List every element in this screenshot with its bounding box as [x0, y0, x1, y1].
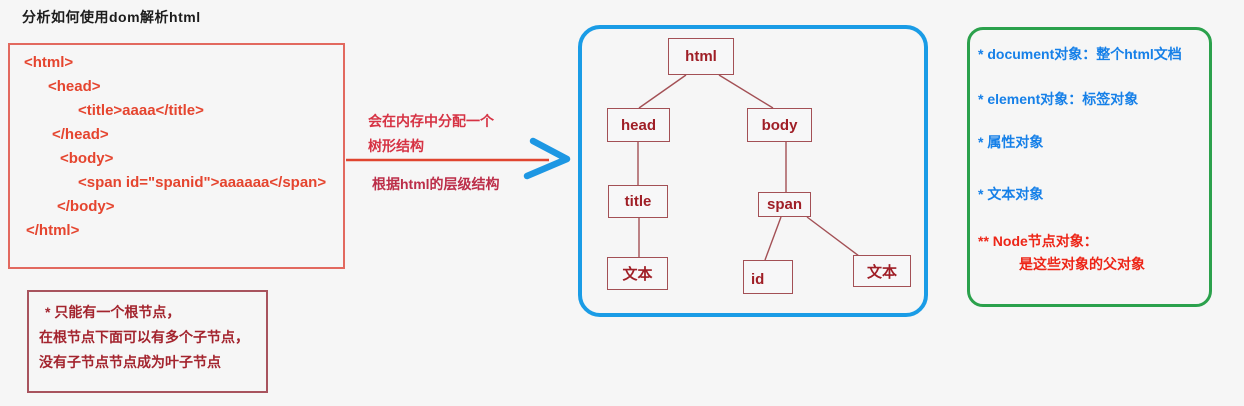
dom-tree-panel [578, 25, 928, 317]
tree-node-html: html [668, 38, 734, 75]
tree-node-head: head [607, 108, 670, 142]
root-node-note-box: * 只能有一个根节点， 在根节点下面可以有多个子节点， 没有子节点节点成为叶子节… [27, 290, 268, 393]
note-line: 没有子节点节点成为叶子节点 [39, 354, 221, 370]
flow-arrow-head-icon [523, 137, 571, 180]
tree-node-span: span [758, 192, 811, 217]
code-line: <html> [24, 54, 74, 71]
tree-node-body: body [747, 108, 812, 142]
arrow-note-hierarchy: 根据html的层级结构 [372, 176, 500, 192]
arrow-note-memory: 会在内存中分配一个 [368, 113, 494, 129]
tree-node-title: title [608, 185, 668, 218]
note-line: * 只能有一个根节点， [45, 304, 181, 320]
html-source-code-box: <html> <head> <title>aaaa</title> </head… [8, 43, 345, 269]
page-title: 分析如何使用dom解析html [22, 9, 201, 25]
object-item-node-desc: 是这些对象的父对象 [1019, 256, 1145, 272]
tree-node-text-right: 文本 [853, 255, 911, 287]
tree-node-text-left: 文本 [607, 257, 668, 290]
code-line: </html> [26, 222, 80, 239]
note-line: 在根节点下面可以有多个子节点， [39, 329, 249, 345]
code-line: <title>aaaa</title> [78, 102, 204, 119]
code-line: </head> [52, 126, 109, 143]
object-item-text: * 文本对象 [978, 186, 1044, 202]
object-item-attribute: * 属性对象 [978, 134, 1044, 150]
object-item-node-title: ** Node节点对象： [978, 233, 1098, 249]
object-item-element: * element对象：标签对象 [978, 91, 1139, 107]
dom-objects-panel: * document对象：整个html文档 * element对象：标签对象 *… [967, 27, 1212, 307]
code-line: </body> [57, 198, 115, 215]
code-line: <head> [48, 78, 101, 95]
tree-node-id: id [743, 260, 793, 294]
object-item-document: * document对象：整个html文档 [978, 46, 1182, 62]
code-line: <span id="spanid">aaaaaa</span> [78, 174, 327, 191]
arrow-note-tree-structure: 树形结构 [368, 138, 424, 154]
code-line: <body> [60, 150, 114, 167]
